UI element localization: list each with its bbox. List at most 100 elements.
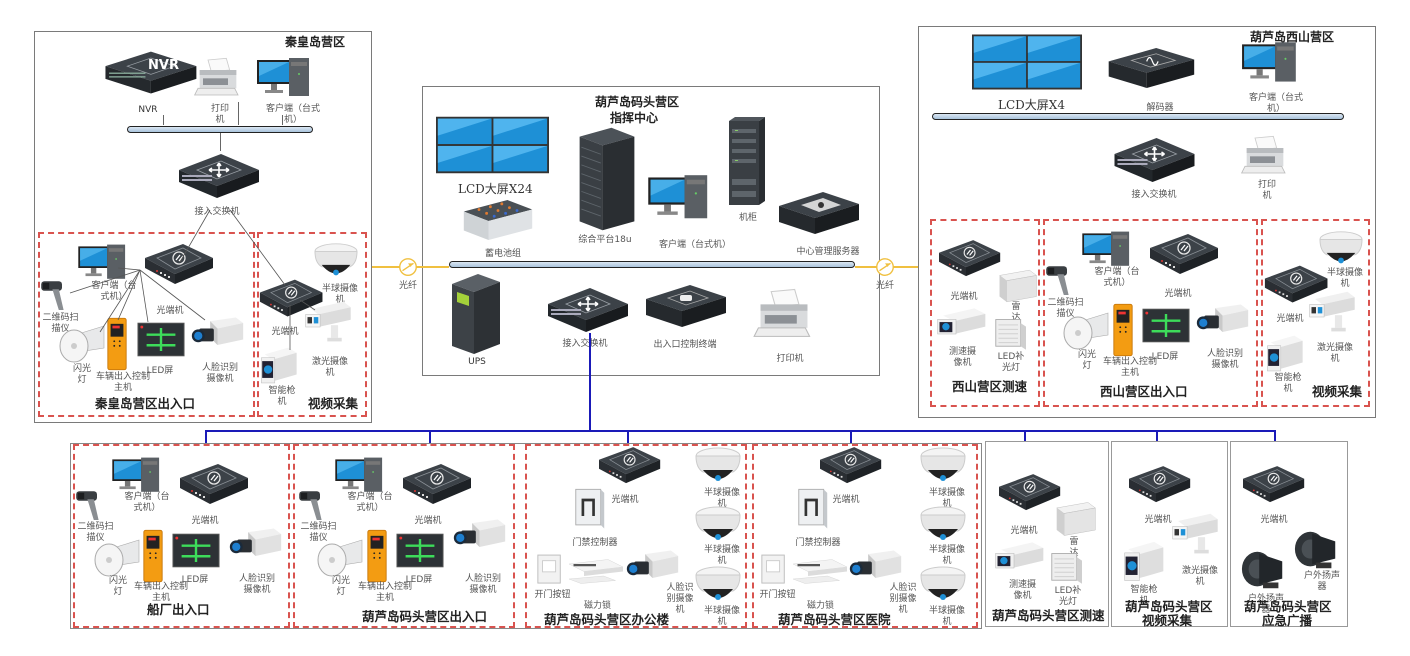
magnetic-lock-icon [566, 557, 626, 589]
client-label: 客户端（台 式机） [91, 281, 137, 302]
speaker-label: 户外扬声 器 [1303, 571, 1340, 592]
client-pc-icon [1240, 38, 1302, 90]
bullet-label: 智能枪 机 [1274, 373, 1302, 394]
connector [238, 102, 239, 125]
zone-huludao-office [525, 444, 747, 628]
laser-camera-icon [1302, 290, 1357, 335]
radar-label: 雷 达 [1069, 537, 1079, 558]
dome-camera-icon [918, 503, 968, 547]
lan-bus [932, 113, 1344, 120]
face-camera-icon [848, 548, 903, 586]
decoder-label: 解码器 [1146, 103, 1174, 113]
optical-transceiver-icon [1234, 462, 1306, 508]
led-screen-icon [172, 533, 220, 568]
zone-title: 葫芦岛码头营区办公楼 [544, 612, 670, 627]
nvr-label: NVR [138, 105, 158, 115]
dome-camera-icon [918, 444, 968, 488]
led-label: LED屏 [146, 366, 174, 376]
client-label: 客户端（台式机） [658, 240, 731, 250]
fiber-connector-icon[interactable] [397, 256, 419, 278]
nvr-badge: NVR [148, 58, 179, 73]
lcd-label: LCD大屏X24 [458, 182, 533, 196]
radar-icon [1053, 500, 1099, 538]
zone-title-line2: 应急广播 [1262, 613, 1313, 628]
flash-light-icon [1062, 309, 1112, 354]
ups-label: UPS [468, 357, 486, 367]
optical-label: 光端机 [156, 306, 184, 316]
face-camera-label: 人脸识 别摄像 机 [666, 583, 694, 615]
laser-label: 激光摄像 机 [1181, 566, 1218, 587]
zone-xishan-speed [930, 219, 1040, 407]
face-camera-label: 人脸识别 摄像机 [1206, 349, 1243, 370]
dome-camera-icon [693, 444, 743, 488]
dome-camera-icon [918, 563, 968, 607]
speaker-label: 户外扬声 器 [1247, 594, 1284, 615]
face-camera-icon [228, 526, 283, 564]
led-label: LED屏 [1151, 352, 1179, 362]
dome-label: 半球摄像 机 [703, 606, 740, 627]
speed-camera-icon [992, 540, 1047, 574]
speed-camera-label: 测速摄 像机 [948, 347, 976, 368]
optical-transceiver-icon [1140, 230, 1220, 280]
maglock-label: 磁力锁 [583, 601, 611, 611]
decoder-icon [1103, 44, 1198, 92]
access-switch-icon [540, 282, 630, 337]
zone-title: 视频采集 [308, 396, 359, 411]
vehicle-label: 车辆出入控制 主机 [357, 582, 412, 603]
cabinet-icon [725, 117, 769, 207]
printer-label: 打印 机 [210, 104, 229, 125]
zone-xishan-video [1261, 219, 1370, 407]
trunk-drop [627, 430, 629, 450]
scanner-label: 二维码扫 描仪 [42, 313, 79, 334]
mgmt-server-icon [773, 188, 863, 238]
printer-icon [1240, 133, 1290, 178]
door-controller-label: 门禁控制器 [795, 538, 841, 548]
lan-bus [449, 261, 855, 268]
radar-label: 雷 达 [1011, 302, 1021, 323]
optical-label: 光端机 [832, 495, 860, 505]
lan-bus [127, 126, 313, 133]
optical-transceiver-icon [393, 460, 473, 510]
optical-label: 光端机 [1144, 515, 1172, 525]
maglock-label: 磁力锁 [806, 601, 834, 611]
center-title-2: 指挥中心 [610, 111, 659, 125]
optical-label: 光端机 [950, 292, 978, 302]
client-label: 客户端（台式 机） [265, 104, 320, 125]
ups-icon [448, 272, 504, 356]
bullet-label: 智能枪 机 [268, 386, 296, 407]
optical-label: 光端机 [1276, 314, 1304, 324]
optical-label: 光端机 [1010, 526, 1038, 536]
bullet-camera-icon [1121, 540, 1167, 586]
bullet-camera-icon [1264, 334, 1306, 376]
led-screen-icon [396, 533, 444, 568]
face-camera-label: 人脸识别 摄像机 [238, 574, 275, 595]
led-fill-light-icon [1048, 550, 1084, 590]
face-camera-icon [452, 517, 507, 555]
optical-transceiver-icon [590, 443, 662, 489]
zone-qhd-video [257, 232, 367, 417]
led-fill-label: LED补 光灯 [997, 352, 1025, 373]
optical-transceiver-icon [990, 470, 1062, 516]
scanner-label: 二维码扫 描仪 [77, 522, 114, 543]
client-label: 客户端（台 式机） [347, 492, 393, 513]
led-screen-icon [1142, 308, 1190, 343]
lcd-wall-icon [436, 115, 549, 175]
vehicle-control-icon [366, 528, 388, 584]
zone-xishan-entrance [1043, 219, 1258, 407]
fiber-connector-icon[interactable] [874, 256, 896, 278]
door-controller-icon [797, 487, 829, 529]
printer-label: 打印 机 [1257, 180, 1276, 201]
client-label: 客户端（台式 机） [1248, 93, 1303, 114]
zone-title-line1: 葫芦岛码头营区 [1125, 599, 1213, 614]
laser-camera-icon [1165, 512, 1220, 557]
flash-label: 闪光 灯 [1077, 350, 1096, 371]
door-controller-icon [574, 487, 606, 529]
trunk-drop-center [589, 333, 591, 432]
flash-light-icon [93, 536, 143, 581]
led-fill-label: LED补 光灯 [1054, 586, 1082, 607]
connector [163, 115, 164, 125]
door-button-icon [536, 553, 564, 587]
fiber-label: 光纤 [875, 281, 894, 291]
panel-title: 葫芦岛西山营区 [1250, 30, 1335, 44]
dome-label: 半球摄像 机 [1326, 268, 1363, 289]
